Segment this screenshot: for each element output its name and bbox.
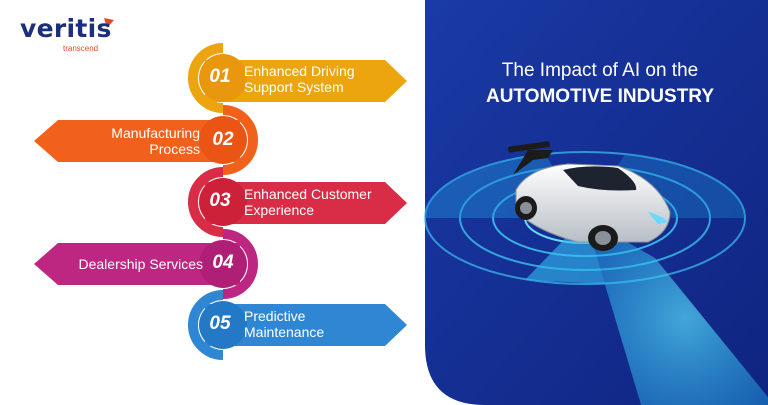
brand-tagline: transcend: [63, 44, 99, 53]
step-05-number: 05: [209, 313, 231, 334]
step-04-label: Dealership Services: [40, 256, 204, 272]
step-04-banner: [34, 243, 240, 285]
step-03-label: Enhanced Customer Experience: [244, 186, 372, 218]
step-03: [188, 167, 407, 237]
step-05-banner: [205, 304, 407, 346]
step-01-banner: [205, 60, 407, 102]
step-02-ring: [222, 105, 258, 175]
step-05-label: Predictive Maintenance: [244, 308, 324, 340]
step-05: [188, 290, 407, 360]
step-05-ring: [188, 290, 224, 360]
step-02-line2: Process: [149, 141, 200, 157]
step-03-line1: Enhanced Customer: [244, 186, 372, 202]
step-01-line1: Enhanced Driving: [244, 63, 355, 79]
step-04-number: 04: [212, 252, 234, 273]
step-01-line2: Support System: [244, 79, 344, 95]
step-02-number: 02: [212, 129, 234, 150]
step-01-label: Enhanced Driving Support System: [244, 63, 355, 95]
title-line-1: The Impact of AI on the: [501, 60, 699, 81]
step-04-line1: Dealership Services: [78, 256, 204, 272]
step-05-line1: Predictive: [244, 308, 306, 324]
step-02-label: Manufacturing Process: [60, 125, 200, 157]
car-illustration-icon: [508, 141, 671, 251]
step-03-ring: [188, 167, 224, 237]
step-01: [188, 43, 407, 113]
step-02-line1: Manufacturing: [111, 125, 200, 141]
step-02-banner: [34, 120, 240, 162]
step-02: [34, 105, 258, 175]
step-04-ring: [222, 229, 258, 299]
logo-flame-icon: [104, 18, 114, 28]
step-03-line2: Experience: [244, 202, 315, 218]
step-03-number: 03: [209, 190, 231, 211]
step-05-line2: Maintenance: [244, 324, 325, 340]
step-01-ring: [188, 43, 224, 113]
step-04: [34, 229, 258, 299]
title-line-2: AUTOMOTIVE INDUSTRY: [485, 86, 714, 107]
step-03-banner: [205, 182, 407, 224]
step-01-number: 01: [209, 66, 231, 87]
brand-logo: veritis: [20, 14, 112, 43]
